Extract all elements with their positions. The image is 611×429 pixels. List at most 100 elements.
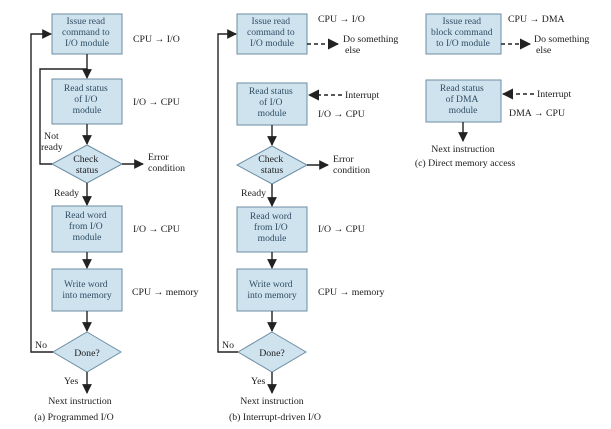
box-status-line-2: of DMA bbox=[446, 94, 479, 105]
box-write-line-2: into memory bbox=[62, 290, 111, 301]
box-status-line-1: Read status bbox=[440, 83, 484, 94]
decision-check-status-a-text: Check status bbox=[73, 154, 100, 176]
label-error-a: Error condition bbox=[148, 152, 185, 174]
label-interrupt-c: Interrupt bbox=[537, 89, 572, 100]
label-next-instruction-a: Next instruction bbox=[48, 396, 111, 407]
box-issue-line-1: Issue read bbox=[66, 16, 105, 27]
error-line-1: Error bbox=[148, 152, 169, 163]
box-read-word-b bbox=[236, 206, 308, 253]
box-status-line-2: of I/O bbox=[259, 97, 282, 108]
label-no-b: No bbox=[222, 340, 234, 351]
box-status-line-3: module bbox=[73, 105, 102, 116]
box-write-line-1: Write word bbox=[249, 279, 293, 290]
do-something-line-2: else bbox=[536, 45, 552, 56]
label-cpu-to-memory-b: CPU → memory bbox=[318, 287, 385, 298]
caption-c: (c) Direct memory access bbox=[415, 158, 516, 169]
box-write-word-a-text: Write word into memory bbox=[62, 279, 111, 301]
label-yes-b: Yes bbox=[251, 376, 265, 387]
not-ready-line-2: ready bbox=[41, 142, 63, 153]
box-read-line-3: module bbox=[73, 232, 102, 243]
do-something-line-1: Do something bbox=[343, 34, 398, 45]
box-issue-read-command-b bbox=[236, 13, 308, 55]
box-read-status-b bbox=[236, 82, 308, 126]
do-something-line-1: Do something bbox=[534, 34, 589, 45]
label-yes-a: Yes bbox=[64, 376, 78, 387]
label-ready-b: Ready bbox=[241, 188, 266, 199]
loop-no-a bbox=[30, 29, 53, 353]
box-read-word-b-text: Read word from I/O module bbox=[250, 211, 294, 244]
box-write-line-1: Write word bbox=[64, 279, 108, 290]
flowchart-programmed-io: Issue read command to I/O module CPU → I… bbox=[30, 13, 199, 423]
box-read-status-b-text: Read status of I/O module bbox=[249, 86, 295, 119]
box-issue-line-2: block command bbox=[431, 27, 493, 38]
loop-no-b bbox=[217, 29, 238, 353]
box-write-line-2: into memory bbox=[247, 290, 296, 301]
box-issue-line-1: Issue read bbox=[251, 16, 290, 27]
box-read-line-1: Read word bbox=[65, 210, 107, 221]
box-issue-line-3: I/O module bbox=[65, 38, 109, 49]
box-issue-line-1: Issue read bbox=[442, 16, 481, 27]
label-cpu-to-dma-c: CPU → DMA bbox=[508, 14, 565, 25]
do-something-line-2: else bbox=[345, 45, 361, 56]
box-status-line-1: Read status bbox=[249, 86, 293, 97]
box-issue-line-2: command to bbox=[247, 27, 295, 38]
box-read-line-1: Read word bbox=[250, 211, 292, 222]
box-read-word-a-text: Read word from I/O module bbox=[65, 210, 109, 243]
box-read-line-3: module bbox=[258, 233, 287, 244]
box-issue-read-block-c-text: Issue read block command to I/O module bbox=[431, 16, 495, 49]
box-status-line-3: module bbox=[449, 105, 478, 116]
flowchart-direct-memory-access: Issue read block command to I/O module C… bbox=[415, 13, 589, 169]
not-ready-line-1: Not bbox=[44, 131, 59, 142]
decision-done-b-text: Done? bbox=[259, 348, 285, 359]
box-issue-read-command-b-text: Issue read command to I/O module bbox=[247, 16, 297, 49]
box-issue-line-2: command to bbox=[62, 27, 110, 38]
label-ready-a: Ready bbox=[54, 188, 79, 199]
decision-check-status-b-text: Check status bbox=[258, 154, 285, 176]
label-next-instruction-b: Next instruction bbox=[240, 396, 303, 407]
box-issue-line-3: to I/O module bbox=[436, 38, 490, 49]
label-do-something-b: Do something else bbox=[343, 34, 401, 56]
error-line-2: condition bbox=[333, 165, 370, 176]
box-read-status-a-text: Read status of I/O module bbox=[64, 83, 110, 116]
caption-b: (b) Interrupt-driven I/O bbox=[229, 412, 321, 423]
error-line-2: condition bbox=[148, 163, 185, 174]
label-io-to-cpu-status-b: I/O → CPU bbox=[318, 109, 365, 120]
label-error-b: Error condition bbox=[333, 154, 370, 176]
check-line-1: Check bbox=[258, 154, 283, 165]
label-next-instruction-c: Next instruction bbox=[431, 144, 494, 155]
box-issue-read-command-a bbox=[51, 13, 123, 55]
label-interrupt-b: Interrupt bbox=[345, 90, 380, 101]
loop-not-ready-a bbox=[39, 68, 88, 165]
box-issue-line-3: I/O module bbox=[250, 38, 294, 49]
box-status-line-1: Read status bbox=[64, 83, 108, 94]
label-no-a: No bbox=[35, 340, 47, 351]
flowchart-interrupt-driven-io: Issue read command to I/O module CPU → I… bbox=[217, 13, 401, 423]
box-write-word-a bbox=[51, 268, 123, 312]
label-io-to-cpu-read-b: I/O → CPU bbox=[318, 224, 365, 235]
label-dma-to-cpu-c: DMA → CPU bbox=[509, 108, 565, 119]
box-write-word-b-text: Write word into memory bbox=[247, 279, 296, 301]
box-read-status-dma-c-text: Read status of DMA module bbox=[440, 83, 486, 116]
label-not-ready-a: Not ready bbox=[41, 131, 63, 153]
box-issue-read-block-c bbox=[425, 13, 502, 55]
label-io-to-cpu-read-a: I/O → CPU bbox=[133, 224, 180, 235]
box-status-line-3: module bbox=[258, 108, 287, 119]
box-write-word-b bbox=[236, 268, 308, 312]
label-cpu-to-memory-a: CPU → memory bbox=[132, 287, 199, 298]
label-cpu-to-io-b: CPU → I/O bbox=[318, 14, 365, 25]
caption-a: (a) Programmed I/O bbox=[34, 412, 113, 423]
decision-done-a-text: Done? bbox=[74, 348, 100, 359]
box-read-status-a bbox=[51, 78, 123, 125]
box-status-line-2: of I/O bbox=[74, 94, 97, 105]
label-cpu-to-io-a: CPU → I/O bbox=[133, 34, 180, 45]
check-line-1: Check bbox=[73, 154, 98, 165]
error-line-1: Error bbox=[333, 154, 354, 165]
check-line-2: status bbox=[261, 165, 284, 176]
box-read-line-2: from I/O bbox=[254, 222, 288, 233]
box-read-status-dma-c bbox=[425, 79, 502, 123]
box-read-line-2: from I/O bbox=[69, 221, 103, 232]
check-line-2: status bbox=[76, 165, 99, 176]
label-io-to-cpu-status-a: I/O → CPU bbox=[133, 97, 180, 108]
box-issue-read-command-a-text: Issue read command to I/O module bbox=[62, 16, 112, 49]
